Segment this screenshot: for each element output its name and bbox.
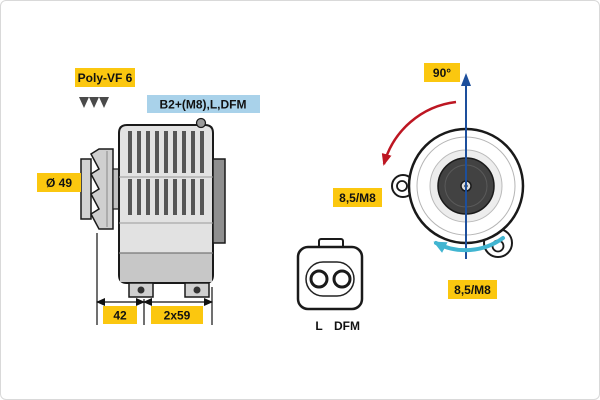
label-dim-42-text: 42 bbox=[113, 309, 127, 323]
terminal-stud bbox=[195, 117, 207, 129]
label-pulley-diameter: Ø 49 bbox=[37, 173, 81, 192]
label-terminals-bg bbox=[147, 95, 260, 113]
label-terminals-text: B2+(M8),L,DFM bbox=[160, 98, 247, 112]
label-dim-2x59: 2x59 bbox=[151, 306, 203, 324]
connector-pin-l bbox=[309, 269, 329, 289]
label-angle-90-bg bbox=[424, 63, 460, 82]
connector-pin-dfm-label: DFM bbox=[334, 319, 360, 333]
mounting-foot-left-hole bbox=[137, 286, 145, 294]
label-mount-left: 8,5/M8 bbox=[333, 188, 382, 207]
connector-inner-contour bbox=[305, 261, 355, 297]
rotation-direction-arrow-icon bbox=[433, 236, 505, 253]
label-terminals: B2+(M8),L,DFM bbox=[147, 95, 260, 113]
connector-pin-l-label: L bbox=[315, 319, 322, 333]
label-belt-type: Poly-VF 6 bbox=[75, 68, 135, 87]
connector-body bbox=[296, 245, 364, 311]
label-belt-type-bg bbox=[75, 68, 135, 87]
label-mount-bottom-text: 8,5/M8 bbox=[454, 283, 491, 297]
label-mount-bottom: 8,5/M8 bbox=[448, 280, 497, 299]
axis-arrowhead-icon bbox=[461, 73, 471, 86]
label-mount-left-bg bbox=[333, 188, 382, 207]
label-pulley-diameter-bg bbox=[37, 173, 81, 192]
connector-pin-dfm bbox=[332, 269, 352, 289]
mounting-foot-right-hole bbox=[193, 286, 201, 294]
ribbed-pulley bbox=[90, 148, 114, 230]
alternator-front-view bbox=[381, 73, 525, 259]
connector-diagram: L DFM bbox=[296, 238, 364, 333]
label-pulley-diameter-text: Ø 49 bbox=[46, 176, 72, 190]
label-dim-42: 42 bbox=[103, 306, 137, 324]
label-angle-90: 90° bbox=[424, 63, 460, 82]
rear-bracket bbox=[212, 158, 226, 244]
label-dim-2x59-text: 2x59 bbox=[164, 309, 191, 323]
front-lug-left-hole bbox=[396, 180, 408, 192]
pulley-shaft-end bbox=[80, 158, 92, 220]
angle-sweep-arrow-icon bbox=[381, 100, 457, 166]
label-dim-2x59-bg bbox=[151, 306, 203, 324]
housing-lower-band bbox=[120, 253, 212, 282]
label-mount-left-text: 8,5/M8 bbox=[339, 191, 376, 205]
label-angle-90-text: 90° bbox=[433, 66, 451, 80]
belt-profile-icon bbox=[79, 97, 109, 108]
label-mount-bottom-bg bbox=[448, 280, 497, 299]
alternator-side-view bbox=[79, 97, 226, 298]
cooling-fins-upper bbox=[128, 131, 204, 173]
cooling-fins-lower bbox=[128, 179, 204, 215]
label-belt-type-text: Poly-VF 6 bbox=[78, 71, 133, 85]
label-dim-42-bg bbox=[103, 306, 137, 324]
dimension-lines bbox=[96, 233, 213, 325]
